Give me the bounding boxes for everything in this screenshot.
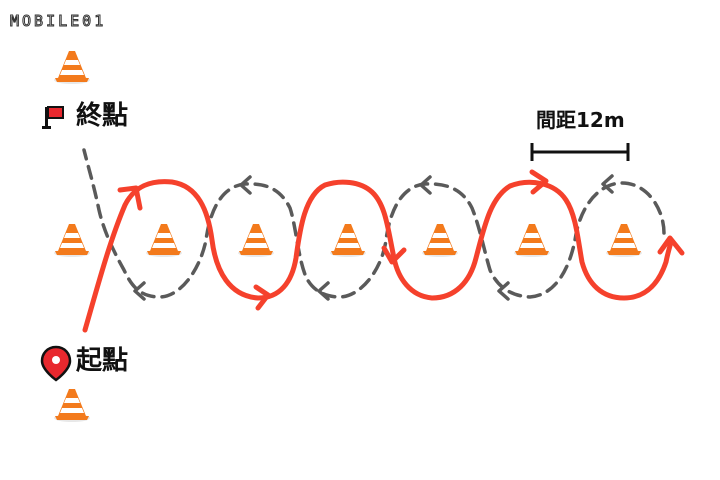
traffic-cone-icon [54, 389, 90, 422]
forward-arrowheads [117, 169, 685, 311]
traffic-cone-icon [146, 224, 182, 257]
start-label: 起點 [76, 346, 129, 376]
traffic-cone-icon [606, 224, 642, 257]
return-arrowheads [133, 174, 614, 301]
traffic-cone-icon [54, 51, 90, 84]
traffic-cone-icon [54, 224, 90, 257]
finish-label: 終點 [76, 101, 129, 131]
mobile01-logo: MOBILE01 [8, 6, 148, 32]
flag-icon [42, 106, 64, 129]
traffic-cone-icon [238, 224, 274, 257]
spacing-label: 間距12m [536, 108, 625, 132]
location-pin-icon [40, 345, 72, 382]
logo-wordmark: MOBILE01 [10, 12, 106, 30]
traffic-cone-icon [330, 224, 366, 257]
spacing-scale-bar [530, 143, 630, 161]
forward-route [82, 179, 674, 333]
return-route [82, 148, 666, 299]
traffic-cone-icon [514, 224, 550, 257]
traffic-cone-icon [422, 224, 458, 257]
logo-graphic: MOBILE01 [10, 12, 106, 31]
